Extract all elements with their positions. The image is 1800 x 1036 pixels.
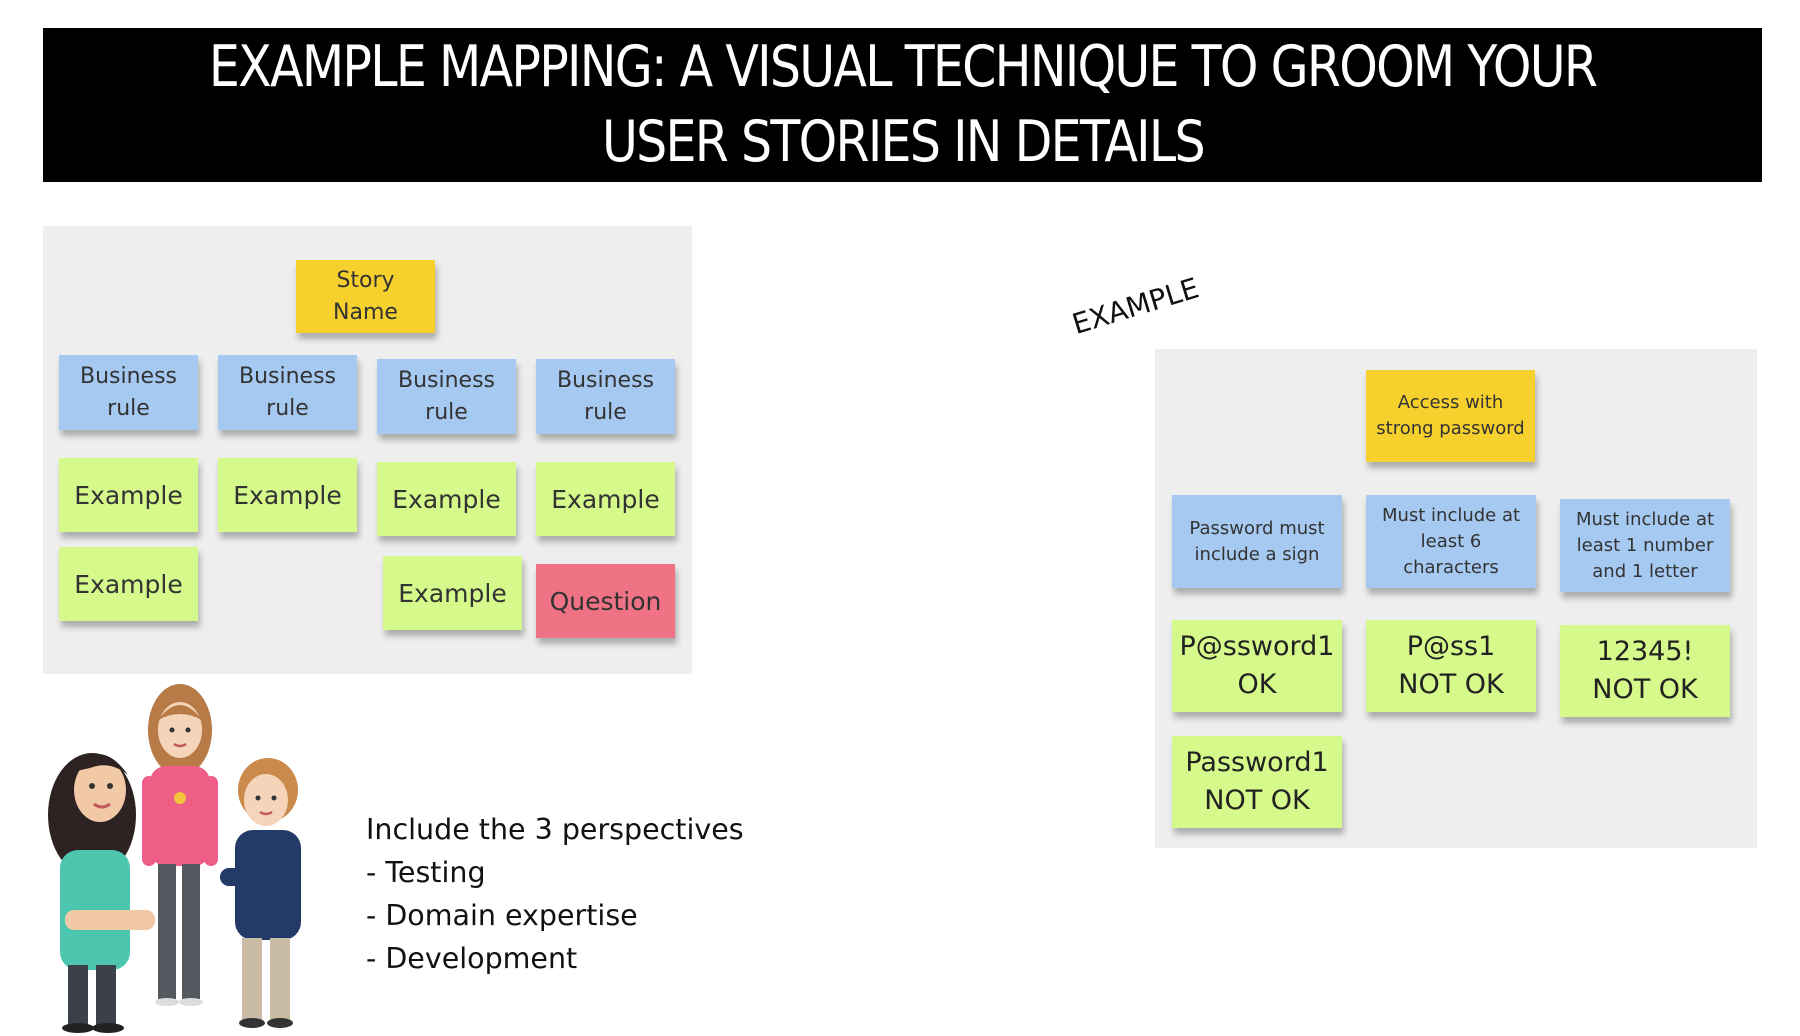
perspectives-heading: Include the 3 perspectives <box>366 813 744 846</box>
story-note: Access with strong password <box>1366 370 1535 462</box>
perspective-item: - Development <box>366 942 578 975</box>
example-label: EXAMPLE <box>1068 271 1203 341</box>
example-note: Example <box>59 547 198 621</box>
perspective-item: - Testing <box>366 856 486 889</box>
rule-note: Must include at least 1 number and 1 let… <box>1560 499 1730 592</box>
rule-note: Business rule <box>218 355 357 430</box>
rule-note: Business rule <box>59 355 198 430</box>
example-note: Example <box>59 458 198 532</box>
team-member-1 <box>48 753 155 1033</box>
title-line-2: USER STORIES IN DETAILS <box>601 109 1206 175</box>
example-note: 12345! NOT OK <box>1560 625 1730 717</box>
example-note: Password1 NOT OK <box>1172 736 1342 828</box>
team-member-3 <box>220 758 301 1028</box>
perspective-item: - Domain expertise <box>366 899 638 932</box>
example-note: Example <box>218 458 357 532</box>
perspectives-list: Include the 3 perspectives - Testing - D… <box>366 808 744 980</box>
example-board: Access with strong password Password mus… <box>1155 349 1757 848</box>
example-note: Example <box>377 462 516 536</box>
example-note: P@ss1 NOT OK <box>1366 620 1536 712</box>
example-note: Example <box>536 462 675 536</box>
question-note: Question <box>536 564 675 638</box>
team-member-2 <box>142 684 218 1006</box>
rule-note: Must include at least 6 characters <box>1366 495 1536 588</box>
title-banner: EXAMPLE MAPPING: A VISUAL TECHNIQUE TO G… <box>43 28 1762 182</box>
example-note: Example <box>383 556 522 630</box>
template-board: Story Name Business rule Business rule B… <box>43 226 692 674</box>
rule-note: Business rule <box>377 359 516 434</box>
rule-note: Password must include a sign <box>1172 495 1342 588</box>
rule-note: Business rule <box>536 359 675 434</box>
title-line-1: EXAMPLE MAPPING: A VISUAL TECHNIQUE TO G… <box>208 34 1598 100</box>
story-note: Story Name <box>296 260 435 333</box>
example-note: P@ssword1 OK <box>1172 620 1342 712</box>
team-illustration <box>48 684 301 1033</box>
